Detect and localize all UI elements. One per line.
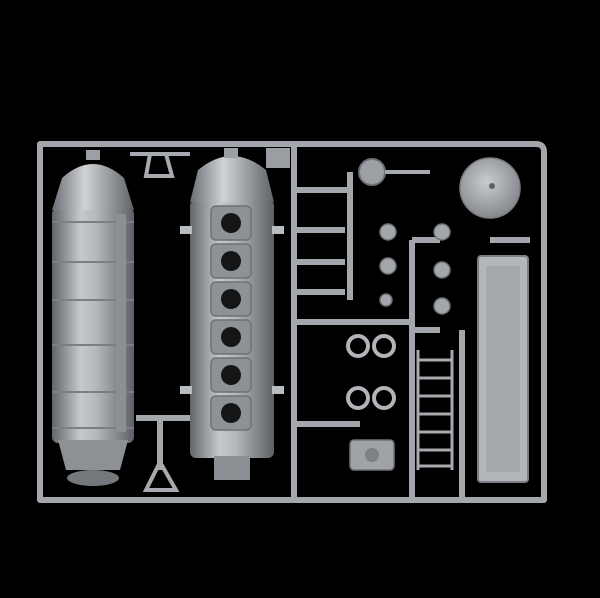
left-tank-part	[52, 150, 134, 486]
tripod-part	[142, 457, 180, 492]
double-ring-parts	[346, 334, 396, 410]
ladder-part	[416, 350, 454, 470]
valve-wheel-part	[358, 158, 430, 186]
sprue-frame	[37, 141, 547, 503]
round-fittings	[379, 223, 451, 315]
disc-part	[459, 157, 521, 219]
panel-part	[477, 255, 529, 483]
top-bracket-part	[130, 148, 290, 178]
pump-part	[349, 439, 395, 471]
center-tank-part	[180, 148, 284, 480]
